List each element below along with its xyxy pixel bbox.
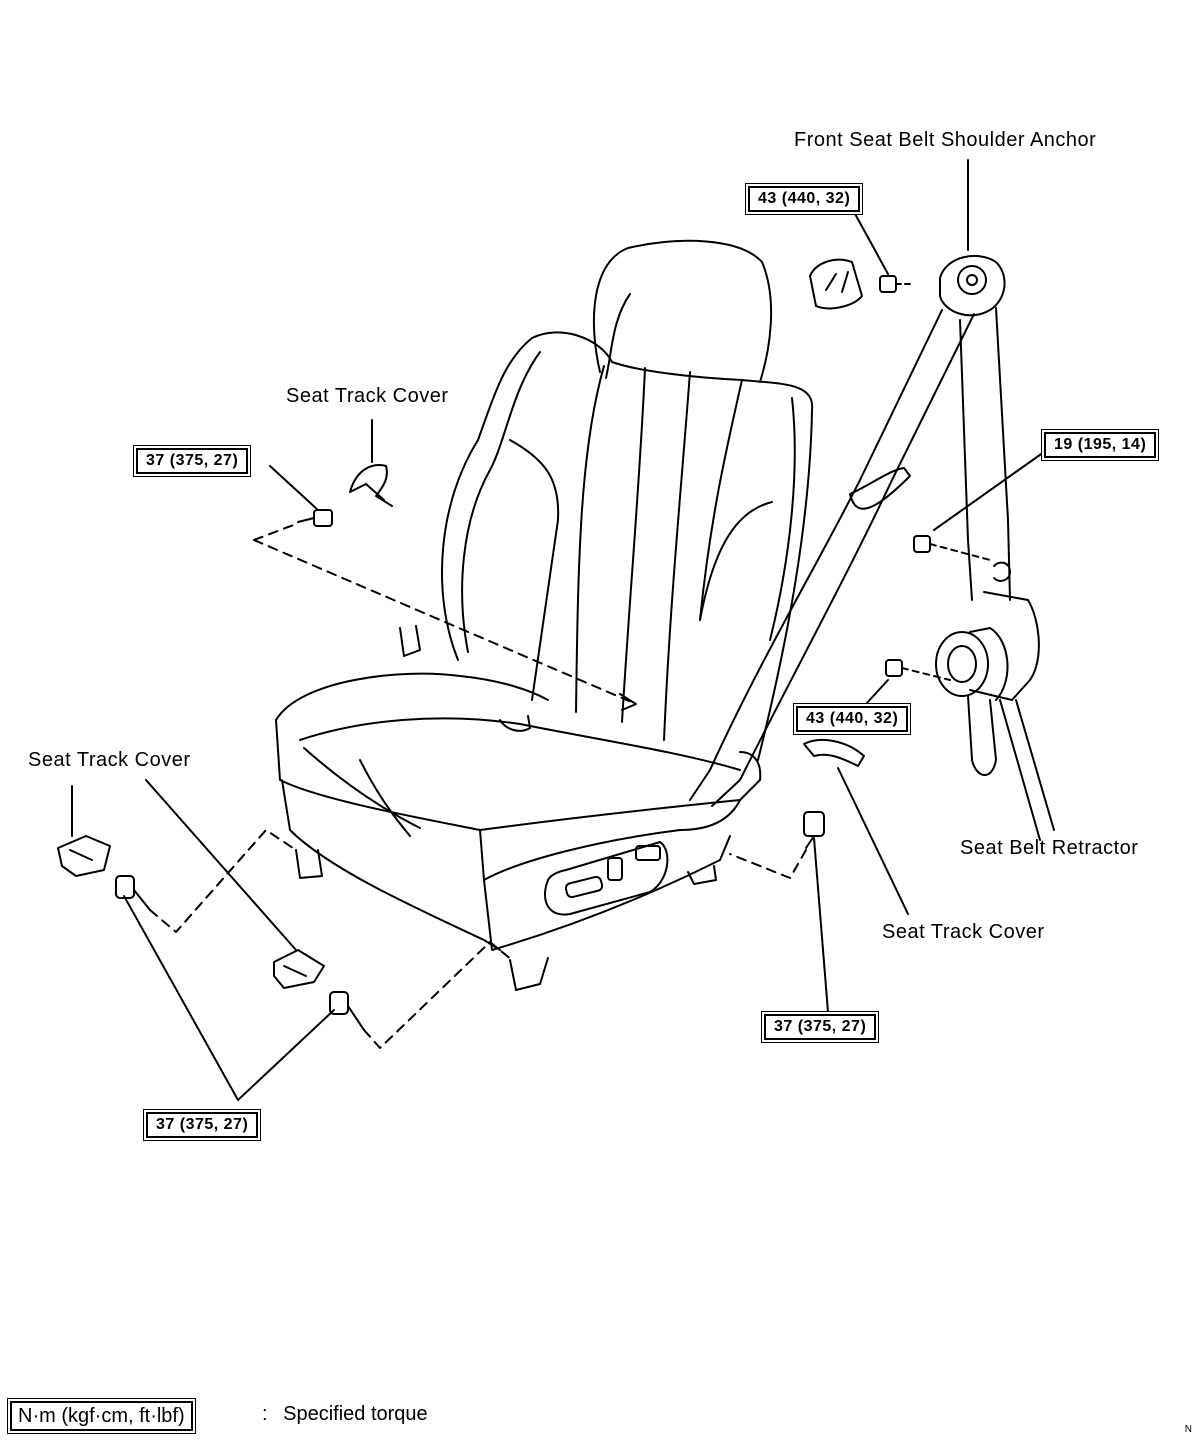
- corner-mark: N: [1184, 1424, 1192, 1435]
- leader-right-cover: [837, 767, 909, 915]
- torque-anchor-bolt: 43 (440, 32): [748, 186, 861, 212]
- seat-track-cover-right-label: Seat Track Cover: [882, 921, 1045, 943]
- torque-right-front-bolt: 37 (375, 27): [764, 1014, 877, 1040]
- left-front-bolt: [115, 829, 297, 933]
- front-seat-belt-shoulder-anchor-label: Front Seat Belt Shoulder Anchor: [794, 129, 1097, 151]
- seat-track-cover-left-front: [57, 835, 111, 877]
- leader-left-bolts: [123, 895, 335, 1101]
- legend-description: : Specified torque: [262, 1401, 428, 1427]
- leader-retractor: [1015, 699, 1055, 831]
- seat-track-cover-left-rear: [273, 949, 325, 989]
- torque-retractor-lower-bolt: 43 (440, 32): [796, 706, 909, 732]
- seat-track-cover-right: [803, 739, 865, 767]
- torque-left-bolts: 37 (375, 27): [146, 1112, 259, 1138]
- legend-unit-box: N·m (kgf·cm, ft·lbf): [10, 1401, 193, 1431]
- shoulder-anchor: [939, 159, 1006, 317]
- torque-upper-left-bolt: 37 (375, 27): [136, 448, 249, 474]
- torque-retractor-upper-bolt: 19 (195, 14): [1044, 432, 1157, 458]
- front-seat: [275, 239, 814, 991]
- seat-belt-retractor: [935, 561, 1041, 841]
- legend-description-text: Specified torque: [283, 1403, 428, 1425]
- upper-left-bolt: [253, 465, 637, 711]
- seat-track-cover-upper: [349, 464, 393, 507]
- seat-track-cover-upper-label: Seat Track Cover: [286, 385, 449, 407]
- anchor-cover: [809, 258, 863, 310]
- leader-left-cover-2: [145, 779, 297, 951]
- retractor-lower-bolt: [865, 659, 951, 705]
- seat-track-cover-left-label: Seat Track Cover: [28, 749, 191, 771]
- left-rear-bolt: [329, 941, 513, 1049]
- seat-belt-retractor-label: Seat Belt Retractor: [960, 837, 1139, 859]
- retractor-upper-bolt: [913, 451, 1045, 561]
- right-front-bolt: [729, 811, 829, 1013]
- legend-separator: :: [262, 1403, 268, 1425]
- anchor-bolt: [853, 211, 913, 293]
